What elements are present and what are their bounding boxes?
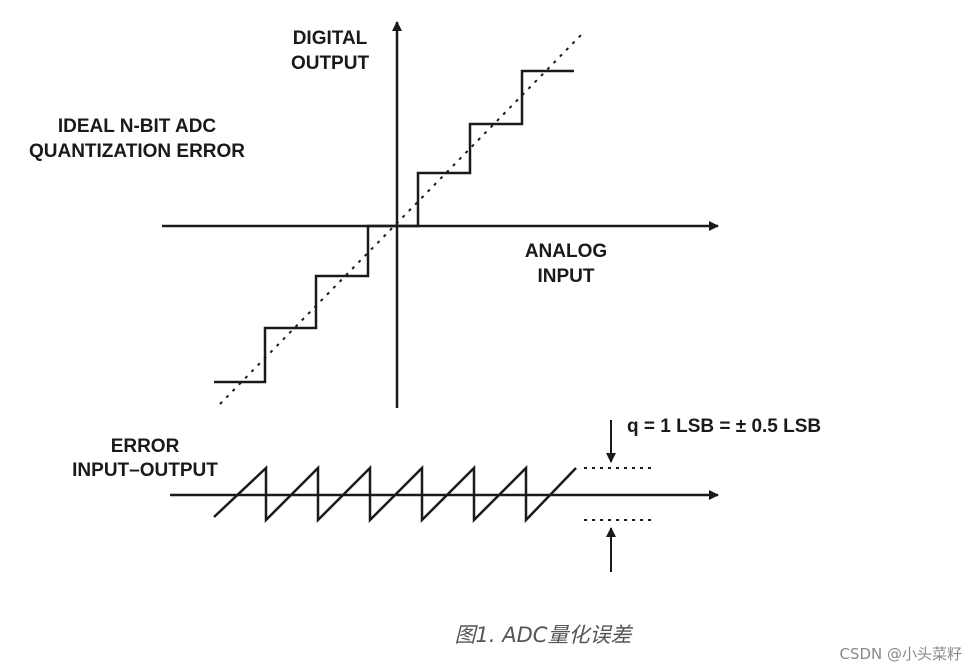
x-axis-label-line2: INPUT [538, 266, 595, 287]
error-label-line1: ERROR [111, 436, 180, 457]
heading-line1: IDEAL N-BIT ADC [58, 116, 217, 137]
quantized-staircase [214, 69, 574, 384]
error-label-line2: INPUT–OUTPUT [72, 460, 218, 481]
heading-line2: QUANTIZATION ERROR [29, 141, 245, 162]
y-axis-label-line2: OUTPUT [291, 53, 370, 74]
error-sawtooth [213, 464, 577, 524]
figure-caption: 图1. ADC量化误差 [455, 623, 634, 647]
y-axis-label-line1: DIGITAL [293, 28, 368, 49]
x-axis-label-line1: ANALOG [525, 241, 607, 262]
ideal-transfer-line [219, 33, 583, 405]
watermark: CSDN @小头菜籽 [839, 645, 962, 663]
q-lsb-label: q = 1 LSB = ± 0.5 LSB [627, 416, 821, 437]
